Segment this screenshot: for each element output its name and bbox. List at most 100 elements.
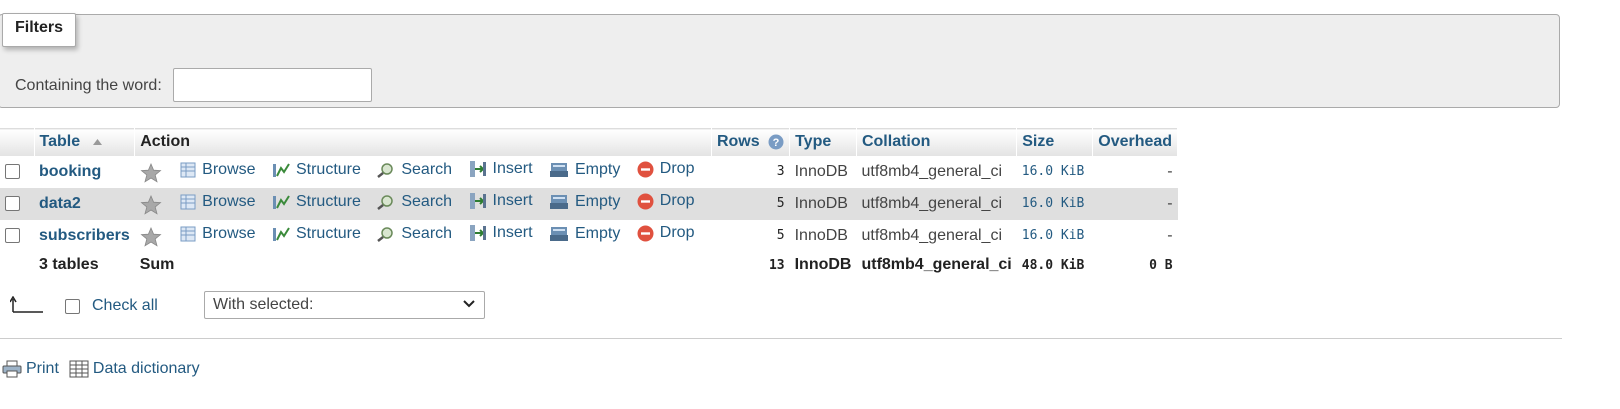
tables-list: Table Action Rows ? Type Collation Size …	[0, 128, 1179, 279]
chevron-down-icon	[463, 300, 475, 308]
table-name-link[interactable]: subscribers	[39, 226, 130, 244]
header-row: Table Action Rows ? Type Collation Size …	[0, 128, 1179, 156]
row-checkbox[interactable]	[5, 163, 20, 179]
browse-action[interactable]: Browse	[180, 160, 256, 179]
footer-links: Print Data dictionary	[2, 360, 210, 378]
check-all-label[interactable]: Check all	[92, 297, 158, 314]
search-label: Search	[401, 160, 453, 178]
rows-count: 3	[711, 155, 790, 188]
header-type[interactable]: Type	[789, 128, 857, 156]
collation: utf8mb4_general_ci	[856, 187, 1017, 220]
filters-legend: Filters	[2, 13, 77, 47]
sum-label: 3 tables	[39, 256, 99, 273]
data-dictionary-icon	[69, 360, 89, 378]
header-collation[interactable]: Collation	[856, 128, 1018, 156]
row-checkbox[interactable]	[5, 227, 20, 243]
empty-action[interactable]: Empty	[549, 225, 620, 243]
insert-icon	[469, 160, 486, 177]
browse-action[interactable]: Browse	[180, 193, 256, 211]
sort-asc-icon	[92, 139, 102, 146]
row-actions: Browse Structure Search Insert Empty Dro…	[134, 187, 712, 220]
drop-action[interactable]: Drop	[637, 192, 694, 210]
filter-input[interactable]	[173, 68, 372, 102]
engine-type: InnoDB	[789, 187, 857, 220]
favorite-star-icon[interactable]	[140, 163, 162, 184]
empty-label: Empty	[574, 192, 621, 210]
favorite-star-icon[interactable]	[140, 227, 162, 248]
header-table-label: Table	[39, 133, 81, 151]
select-arrow-icon	[10, 296, 43, 313]
header-checkbox-cell	[0, 128, 35, 156]
structure-action[interactable]: Structure	[272, 225, 361, 243]
rows-count: 5	[711, 219, 790, 252]
table-name-link[interactable]: booking	[39, 162, 102, 180]
table-size[interactable]: 16.0 KiB	[1016, 187, 1093, 220]
structure-label: Structure	[295, 192, 361, 210]
help-icon[interactable]: ?	[768, 134, 784, 150]
header-size[interactable]: Size	[1016, 128, 1094, 156]
insert-label: Insert	[492, 223, 533, 241]
insert-icon	[469, 192, 486, 209]
table-size[interactable]: 16.0 KiB	[1016, 155, 1093, 188]
table-name-link[interactable]: data2	[39, 194, 81, 212]
search-label: Search	[401, 192, 453, 210]
data-dictionary-label: Data dictionary	[92, 360, 200, 377]
drop-icon	[637, 161, 654, 178]
overhead: -	[1092, 187, 1178, 220]
drop-icon	[637, 225, 654, 242]
empty-icon	[549, 162, 568, 177]
table-row: subscribers Browse Structure Search Inse…	[0, 219, 1178, 252]
engine-type: InnoDB	[789, 155, 857, 188]
header-rows[interactable]: Rows ?	[711, 128, 791, 156]
header-overhead[interactable]: Overhead	[1092, 128, 1179, 156]
row-checkbox[interactable]	[5, 195, 20, 211]
header-action: Action	[134, 128, 712, 156]
data-dictionary-link[interactable]: Data dictionary	[69, 360, 200, 378]
drop-action[interactable]: Drop	[637, 160, 694, 178]
browse-label: Browse	[202, 160, 256, 178]
insert-action[interactable]: Insert	[469, 160, 533, 178]
empty-icon	[549, 226, 568, 241]
row-actions: Browse Structure Search Insert Empty Dro…	[134, 219, 712, 252]
browse-action[interactable]: Browse	[180, 224, 256, 243]
printer-icon	[2, 360, 22, 378]
drop-icon	[637, 193, 654, 210]
overhead: -	[1092, 219, 1178, 252]
filter-label: Containing the word:	[15, 77, 162, 94]
empty-action[interactable]: Empty	[549, 161, 620, 179]
favorite-star-icon[interactable]	[140, 195, 162, 216]
overhead: -	[1092, 155, 1178, 188]
print-link[interactable]: Print	[2, 360, 59, 378]
search-label: Search	[401, 224, 453, 242]
row-checkbox-cell	[0, 187, 34, 220]
search-action[interactable]: Search	[377, 193, 452, 211]
insert-action[interactable]: Insert	[469, 224, 533, 242]
header-table[interactable]: Table	[34, 128, 136, 156]
collation: utf8mb4_general_ci	[856, 155, 1017, 188]
structure-icon	[272, 227, 290, 241]
search-action[interactable]: Search	[377, 225, 452, 243]
table-row: booking Browse Structure Search Insert E…	[0, 155, 1178, 188]
empty-action[interactable]: Empty	[549, 193, 620, 211]
engine-type: InnoDB	[789, 219, 857, 252]
browse-icon	[180, 194, 196, 210]
check-all[interactable]: Check all	[65, 297, 158, 315]
sum-overhead: 0 B	[1149, 257, 1173, 273]
sum-collation: utf8mb4_general_ci	[861, 256, 1012, 273]
drop-action[interactable]: Drop	[637, 224, 694, 242]
search-action[interactable]: Search	[377, 161, 452, 179]
browse-label: Browse	[202, 224, 256, 242]
with-selected-value: With selected:	[213, 296, 314, 313]
insert-action[interactable]: Insert	[469, 192, 533, 210]
check-all-checkbox[interactable]	[65, 298, 80, 314]
browse-icon	[180, 162, 196, 178]
svg-text:?: ?	[773, 137, 780, 149]
structure-action[interactable]: Structure	[272, 161, 361, 179]
table-size[interactable]: 16.0 KiB	[1016, 219, 1093, 252]
sum-size: 48.0 KiB	[1021, 257, 1085, 273]
with-selected-dropdown[interactable]: With selected:	[204, 291, 485, 319]
sum-empty-cell	[0, 252, 34, 279]
insert-label: Insert	[492, 191, 533, 209]
table-row: data2 Browse Structure Search Insert Emp…	[0, 187, 1178, 220]
structure-action[interactable]: Structure	[272, 193, 361, 211]
